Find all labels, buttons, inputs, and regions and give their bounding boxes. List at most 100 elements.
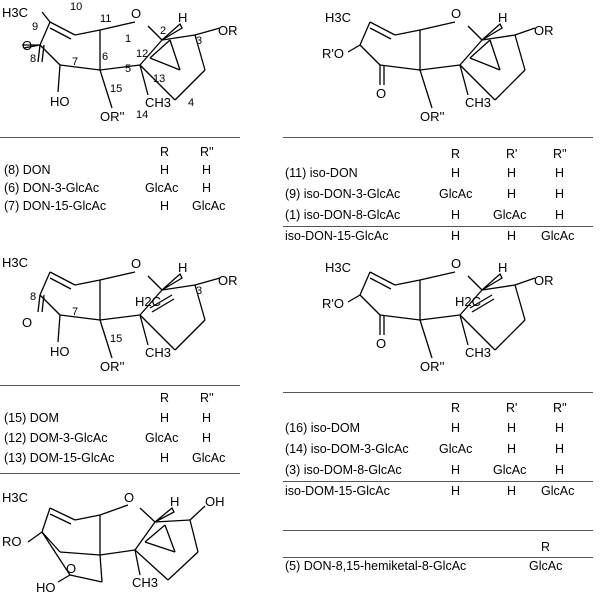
hemiketal-ro-label: RO bbox=[2, 534, 22, 549]
table-cell: H bbox=[451, 421, 461, 435]
compound-name: (16) iso-DOM bbox=[285, 421, 361, 435]
table-cell: GlcAc bbox=[439, 187, 473, 201]
don-ch3-label: CH3 bbox=[145, 95, 171, 110]
dom-locant-numbers: 3 8 7 15 bbox=[30, 285, 202, 345]
table-rule bbox=[283, 557, 593, 558]
table-cell: H bbox=[507, 187, 517, 201]
iso-don-keto-oxygen-label: O bbox=[376, 86, 386, 101]
iso-don-or15-label: OR'' bbox=[420, 109, 444, 124]
dom-ring-oxygen-label: O bbox=[131, 256, 141, 271]
don-locant-8: 8 bbox=[30, 53, 36, 65]
table-rule bbox=[283, 392, 593, 393]
table-cell: H bbox=[451, 229, 461, 243]
table-cell: H bbox=[507, 421, 517, 435]
compound-name: (14) iso-DOM-3-GlcAc bbox=[285, 442, 409, 456]
table-cell: H bbox=[555, 166, 565, 180]
hemiketal-ho-label: HO bbox=[36, 580, 56, 595]
hemiketal-bridge-h-label: H bbox=[170, 494, 179, 509]
don-locant-14: 14 bbox=[136, 109, 148, 121]
compound-name: (15) DOM bbox=[4, 411, 59, 425]
compound-name: (12) DOM-3-GlcAc bbox=[4, 431, 108, 445]
table-header: R'' bbox=[553, 401, 567, 415]
table-header: R bbox=[451, 401, 461, 415]
hemiketal-h3c-label: H3C bbox=[2, 490, 28, 505]
compound-name: (7) DON-15-GlcAc bbox=[4, 199, 107, 213]
compound-name: (1) iso-DON-8-GlcAc bbox=[285, 208, 401, 222]
hemiketal-ch3-label: CH3 bbox=[132, 575, 158, 590]
dom-h3c-label: H3C bbox=[2, 255, 28, 270]
table-cell: H bbox=[451, 166, 461, 180]
table-cell: H bbox=[555, 442, 565, 456]
don-locant-9: 9 bbox=[32, 21, 38, 33]
table-rule bbox=[283, 481, 593, 482]
iso-dom-structure: H3C O H OR R'O O OR'' CH3 H2C bbox=[322, 256, 554, 374]
hemiketal-ring-oxygen-label: O bbox=[124, 490, 134, 505]
iso-dom-table: R R' R'' (16) iso-DOM H H H (14) iso-DOM… bbox=[283, 392, 600, 502]
table-header: R'' bbox=[553, 147, 567, 161]
table-cell: H bbox=[555, 208, 565, 222]
dom-h2c-label: H2C bbox=[135, 294, 161, 309]
iso-dom-or3-label: OR bbox=[534, 273, 554, 288]
dom-locant-7: 7 bbox=[72, 306, 78, 318]
dom-ch3-label: CH3 bbox=[145, 345, 171, 360]
table-header: R bbox=[160, 391, 170, 405]
don-or3-label: OR bbox=[218, 23, 238, 38]
table-rule bbox=[0, 473, 240, 474]
table-rule bbox=[283, 226, 593, 227]
don-locant-3: 3 bbox=[196, 35, 202, 47]
table-cell: H bbox=[507, 166, 517, 180]
table-cell: H bbox=[160, 163, 170, 177]
iso-don-or3-label: OR bbox=[534, 23, 554, 38]
compound-name: (6) DON-3-GlcAc bbox=[4, 181, 100, 195]
dom-bridge-h-label: H bbox=[178, 260, 187, 275]
table-header: R bbox=[160, 145, 170, 159]
dom-table: R R'' (15) DOM H H (12) DOM-3-GlcAc GlcA… bbox=[0, 385, 245, 480]
iso-don-h3c-label: H3C bbox=[325, 10, 351, 25]
compound-name: (3) iso-DOM-8-GlcAc bbox=[285, 463, 402, 477]
iso-dom-h2c-label: H2C bbox=[455, 294, 481, 309]
don-locant-13: 13 bbox=[153, 73, 165, 85]
hemiketal-bridge-oxygen-label: O bbox=[66, 561, 76, 576]
iso-dom-ch3-label: CH3 bbox=[465, 345, 491, 360]
don-h3c-label: H3C bbox=[2, 5, 28, 20]
table-cell: H bbox=[451, 484, 461, 498]
table-cell: H bbox=[202, 181, 212, 195]
table-cell: H bbox=[555, 421, 565, 435]
iso-dom-bridge-h-label: H bbox=[498, 260, 507, 275]
compound-name: (5) DON-8,15-hemiketal-8-GlcAc bbox=[285, 559, 467, 573]
don-locant-15: 15 bbox=[110, 83, 122, 95]
table-cell: H bbox=[202, 431, 212, 445]
compound-name: iso-DOM-15-GlcAc bbox=[285, 484, 390, 498]
don-locant-6: 6 bbox=[102, 51, 108, 63]
table-cell: GlcAc bbox=[541, 229, 575, 243]
table-cell: H bbox=[160, 451, 170, 465]
don-locant-4: 4 bbox=[188, 97, 194, 109]
iso-don-ch3-label: CH3 bbox=[465, 95, 491, 110]
table-rule bbox=[283, 137, 593, 138]
don-locant-1: 1 bbox=[125, 33, 131, 45]
don-locant-10: 10 bbox=[70, 1, 82, 13]
iso-don-r-o-label: R'O bbox=[322, 46, 344, 61]
iso-dom-h3c-label: H3C bbox=[325, 260, 351, 275]
iso-dom-or15-label: OR'' bbox=[420, 359, 444, 374]
don-or15-label: OR'' bbox=[100, 109, 124, 124]
table-cell: GlcAc bbox=[192, 199, 226, 213]
table-header: R bbox=[541, 540, 551, 554]
table-cell: GlcAc bbox=[541, 484, 575, 498]
iso-dom-r-o-label: R'O bbox=[322, 296, 344, 311]
compound-name: (13) DOM-15-GlcAc bbox=[4, 451, 115, 465]
dom-locant-3: 3 bbox=[196, 285, 202, 297]
table-rule bbox=[283, 530, 593, 531]
compound-name: (9) iso-DON-3-GlcAc bbox=[285, 187, 401, 201]
don-locant-numbers: 10 9 11 8 7 6 1 2 3 12 5 13 15 4 14 bbox=[30, 1, 202, 121]
table-cell: H bbox=[202, 411, 212, 425]
iso-don-structure: H3C O H OR R'O O OR'' CH3 bbox=[322, 6, 554, 124]
table-header: R bbox=[451, 147, 461, 161]
table-cell: GlcAc bbox=[145, 431, 179, 445]
table-cell: H bbox=[451, 208, 461, 222]
table-cell: H bbox=[507, 229, 517, 243]
table-cell: GlcAc bbox=[145, 181, 179, 195]
table-rule bbox=[0, 385, 240, 386]
dom-ho-label: HO bbox=[50, 344, 70, 359]
compound-name: (11) iso-DON bbox=[285, 166, 358, 180]
